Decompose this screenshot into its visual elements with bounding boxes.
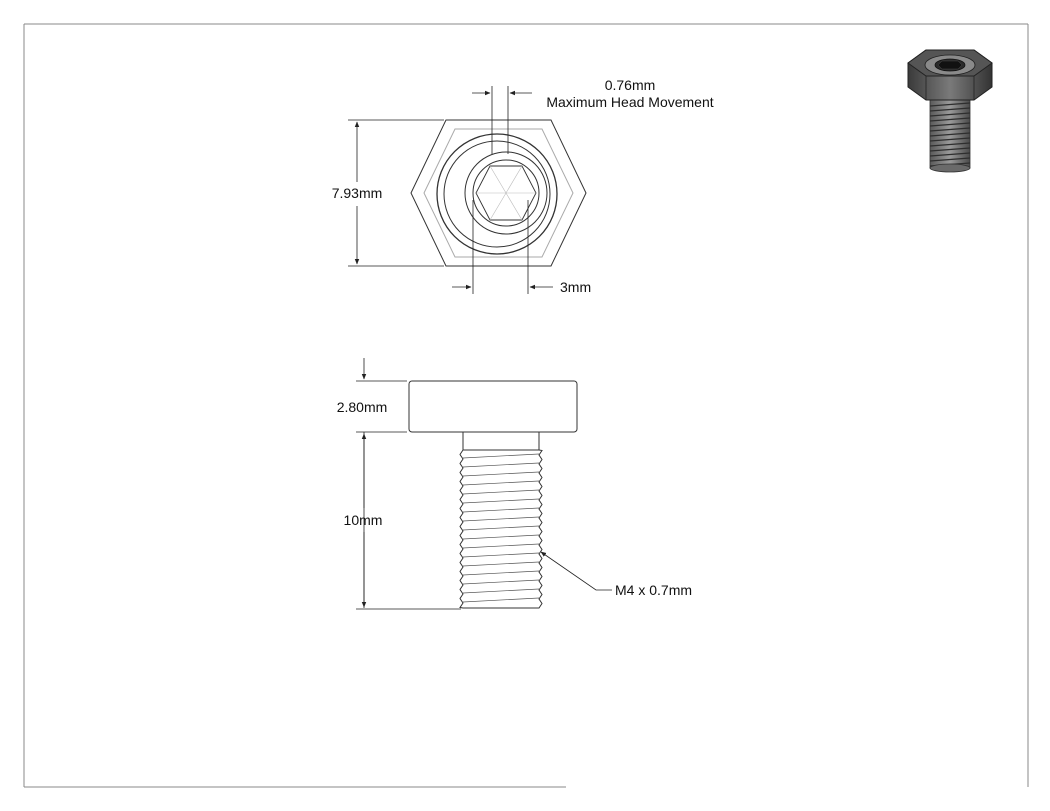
head-inner-circle	[443, 140, 551, 248]
thread-crest-line	[462, 507, 540, 513]
iso-thread-line	[929, 142, 971, 147]
iso-thread-line	[929, 112, 971, 117]
thread-crest-line	[462, 498, 540, 504]
dim-across-flats: 7.93mm	[332, 185, 383, 201]
thread-crest-line	[462, 534, 540, 540]
iso-thread-line	[929, 127, 971, 132]
side-view-dimensions	[356, 358, 612, 610]
iso-thread-line	[929, 147, 971, 152]
thread-crest-line	[462, 516, 540, 522]
iso-thread-line	[929, 152, 971, 157]
thread-crest-line	[462, 525, 540, 531]
thread-crest-line	[462, 552, 540, 558]
iso-thread-line	[929, 132, 971, 137]
iso-thread-line	[929, 102, 971, 107]
head-outer-circle	[436, 133, 558, 255]
thread-crest-line	[462, 543, 540, 549]
threaded-shank	[459, 449, 543, 609]
hex-chamfer-outline	[423, 128, 574, 258]
hex-head-outline	[410, 119, 587, 267]
dim-socket-size: 3mm	[560, 279, 591, 295]
thread-crest-line	[462, 579, 540, 585]
top-view-dimensions	[348, 86, 553, 294]
dim-head-movement-value: 0.76mm	[605, 77, 656, 93]
dim-head-movement-label: Maximum Head Movement	[546, 94, 713, 110]
iso-thread-line	[929, 157, 971, 162]
side-view	[408, 380, 578, 609]
thread-crest-line	[462, 462, 540, 468]
thread-crest-line	[462, 489, 540, 495]
sheet-border	[23, 23, 1029, 788]
iso-thread-line	[929, 137, 971, 142]
thread-crest-line	[462, 588, 540, 594]
thread-crest-line	[462, 453, 540, 459]
thread-crest-line	[462, 561, 540, 567]
thread-crest-line	[462, 597, 540, 603]
socket-inner-circle	[472, 159, 540, 227]
top-view	[410, 119, 587, 267]
iso-thread-line	[929, 117, 971, 122]
thread-profile	[459, 449, 543, 609]
neck-outline	[462, 431, 540, 451]
thread-crest-line	[462, 570, 540, 576]
iso-thread-line	[929, 107, 971, 112]
thread-crest-line	[462, 480, 540, 486]
dim-thread-callout: M4 x 0.7mm	[615, 582, 692, 598]
head-side-outline	[408, 380, 578, 433]
iso-thread-line	[929, 122, 971, 127]
socket-counterbore	[464, 151, 548, 235]
dim-head-height: 2.80mm	[337, 399, 388, 415]
isometric-view	[907, 49, 993, 173]
dim-shank-length: 10mm	[344, 512, 383, 528]
thread-crest-line	[462, 471, 540, 477]
